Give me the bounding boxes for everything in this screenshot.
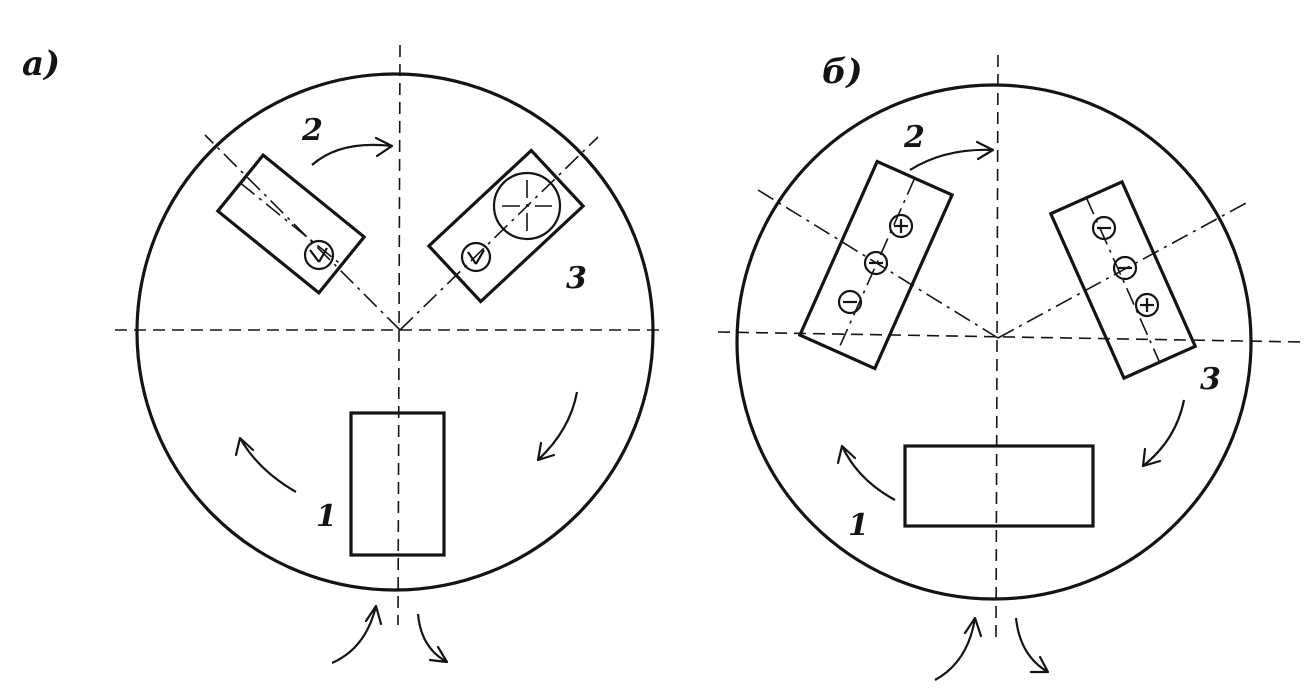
figure-a-rotation-arrowhead-top: [374, 136, 394, 158]
figure-a-station-3-tool-mark-2: [475, 249, 485, 265]
figure-a-rotation-arrowhead-right: [536, 441, 556, 462]
figure-b-station-2-centerline: [836, 177, 916, 353]
figure-a-station-3-hole-icon: [460, 241, 492, 273]
figure-b-rotation-arrow-right: [1142, 399, 1186, 467]
figure-a-station-3-large-bore-icon: [492, 171, 562, 241]
figure-a-rotation-arrow-right: [537, 391, 579, 461]
figure-a-station-3-label: 3: [566, 261, 587, 296]
figure-b: б) 2: [717, 52, 1303, 681]
figure-b-station-3-label: 3: [1200, 362, 1221, 397]
figure-b-horizontal-axis: [717, 331, 1303, 343]
figure-a-rotation-arrow-top: [311, 143, 393, 166]
figure-a-radial-line-right: [399, 136, 599, 331]
figure-a-unload-arrow: [416, 613, 448, 663]
figure-a-station-2-tool-mark: [309, 249, 320, 263]
figure-a-station-3: [426, 148, 586, 304]
figure-a-rotary-table: [135, 72, 655, 592]
figure-b-unload-arrowhead: [1029, 655, 1050, 674]
figure-b-station-1-block: [903, 444, 1095, 528]
figure-a-station-1-label: 1: [316, 499, 337, 534]
figure-b-station-3: [1048, 179, 1198, 381]
figure-b-load-arrow: [934, 617, 977, 681]
figure-b-rotary-table: [735, 83, 1253, 601]
figure-a-station-2-centerline: [239, 182, 343, 266]
figure-a-load-arrowhead: [364, 604, 383, 626]
figure-a-station-2-tool-mark-2: [318, 247, 328, 263]
figure-b-station-3-spindle-2-icon: [1112, 255, 1138, 281]
figure-b-station-3-spindle-1-icon: [1091, 215, 1117, 241]
figure-b-unload-arrow: [1014, 617, 1049, 673]
figure-b-station-3-centerline: [1085, 197, 1161, 363]
figure-b-rotation-arrow-left: [841, 445, 896, 501]
figure-a: а) 2 3 1: [22, 44, 662, 665]
figure-a-load-arrow: [331, 605, 378, 665]
figure-b-station-2-spindle-2-icon: [863, 250, 889, 276]
figure-a-rotation-arrowhead-left: [234, 436, 255, 457]
figure-a-station-3-block: [426, 148, 586, 304]
figure-b-station-2-label: 2: [903, 120, 925, 155]
figure-b-rotation-arrowhead-top: [975, 140, 995, 161]
figure-b-label: б): [822, 52, 863, 92]
figure-b-station-2: [797, 159, 955, 371]
figure-b-radial-line-right: [997, 201, 1249, 339]
figure-b-load-arrowhead: [963, 616, 983, 638]
figure-b-vertical-axis: [995, 54, 999, 641]
figure-a-unload-arrowhead: [428, 645, 449, 664]
figure-b-station-2-block: [797, 159, 955, 371]
figure-b-rotation-arrow-top: [909, 148, 994, 171]
figure-b-station-2-spindle-3-icon: [837, 289, 863, 315]
figure-a-station-2-hole-icon: [303, 239, 335, 271]
figure-a-station-3-tool-mark: [467, 251, 477, 265]
figure-a-label: а): [22, 44, 60, 84]
figure-a-station-2-label: 2: [301, 113, 323, 148]
figure-b-station-3-spindle-3-icon: [1134, 292, 1160, 318]
figure-b-station-1-label: 1: [848, 508, 869, 543]
figure-b-rotation-arrowhead-left: [836, 444, 857, 465]
figure-a-rotation-arrow-left: [239, 437, 297, 493]
figure-b-rotation-arrowhead-right: [1141, 447, 1162, 468]
figure-b-station-2-spindle-1-icon: [888, 213, 914, 239]
figure-a-station-1-block: [349, 411, 446, 557]
figure-a-vertical-axis: [397, 44, 401, 626]
